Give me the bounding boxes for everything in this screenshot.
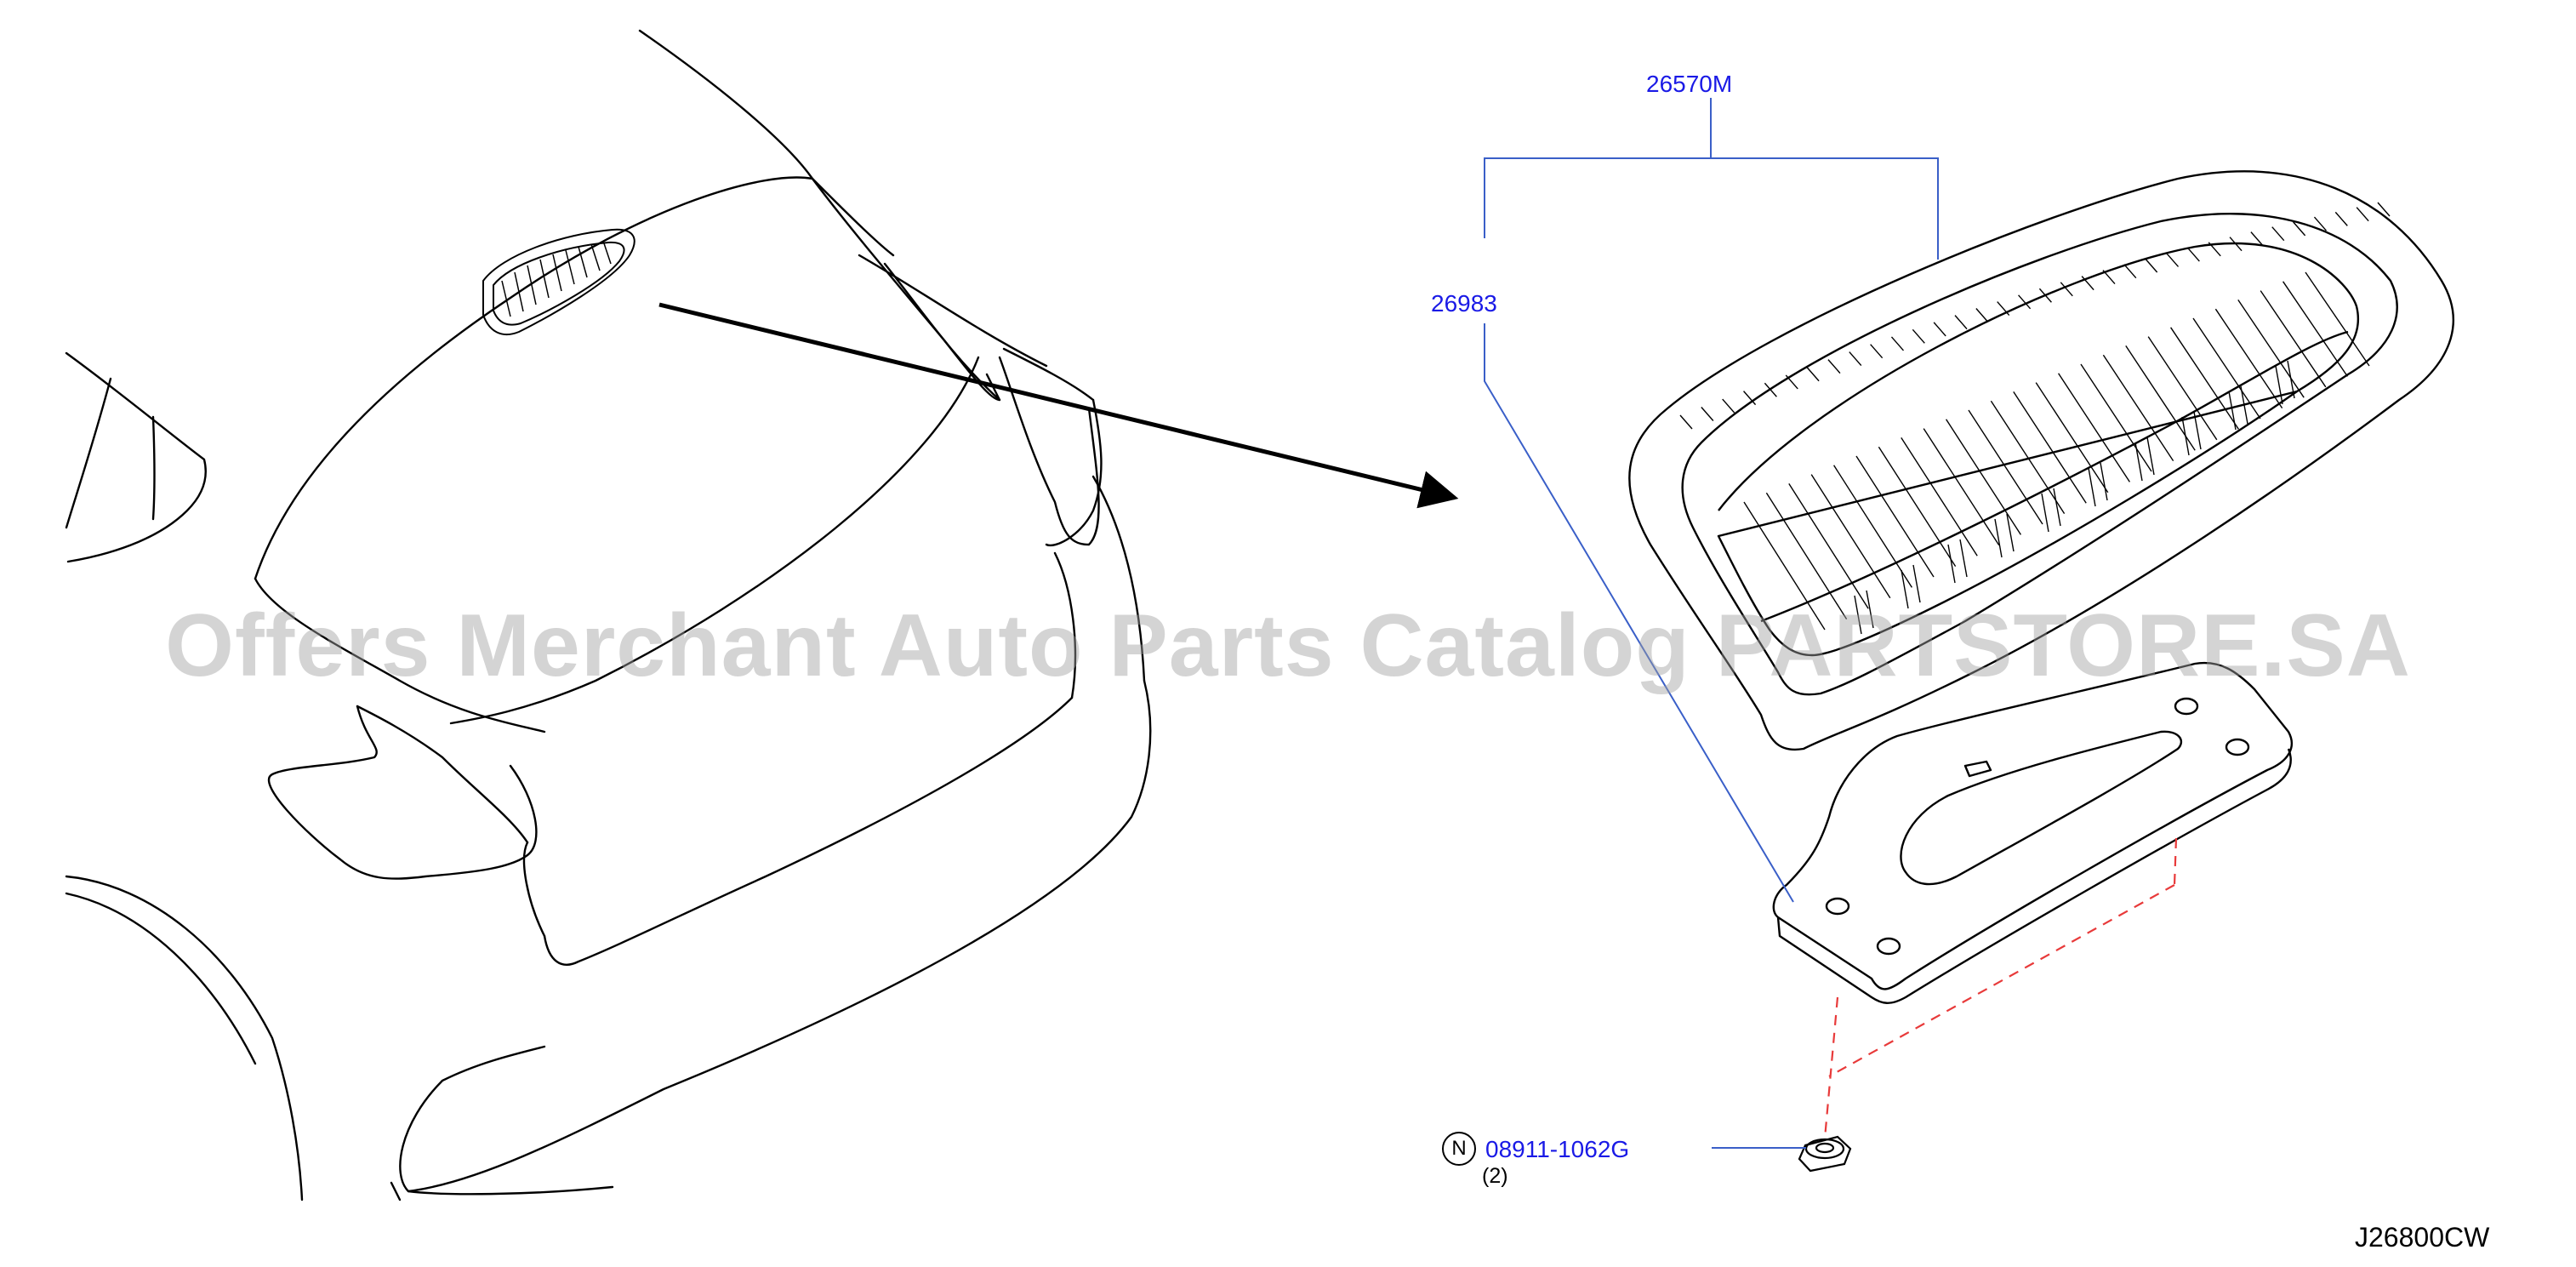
diagram-code: J26800CW bbox=[2355, 1222, 2490, 1253]
hood-scoop-on-vehicle bbox=[482, 228, 635, 336]
hood-scoop-assembly-drawing bbox=[1628, 170, 2454, 751]
part-quantity: (2) bbox=[1482, 1164, 1508, 1188]
part-label-08911-1062g[interactable]: 08911-1062G bbox=[1485, 1136, 1630, 1162]
detail-arrow bbox=[658, 302, 1459, 509]
new-part-badge: N bbox=[1442, 1132, 1476, 1166]
part-label-26983[interactable]: 26983 bbox=[1431, 290, 1497, 317]
vehicle-outline bbox=[65, 29, 1152, 1201]
dashed-guide-lines bbox=[1823, 837, 2178, 1139]
part-label-26570m[interactable]: 26570M bbox=[1646, 71, 1733, 97]
watermark: Offers Merchant Auto Parts Catalog PARTS… bbox=[165, 596, 2411, 695]
scoop-gasket-drawing bbox=[1772, 661, 2293, 1004]
clip-nut-drawing bbox=[1798, 1135, 1852, 1173]
leader-lines bbox=[1484, 98, 1939, 1149]
hood-scoop-hatching bbox=[1679, 202, 2391, 635]
